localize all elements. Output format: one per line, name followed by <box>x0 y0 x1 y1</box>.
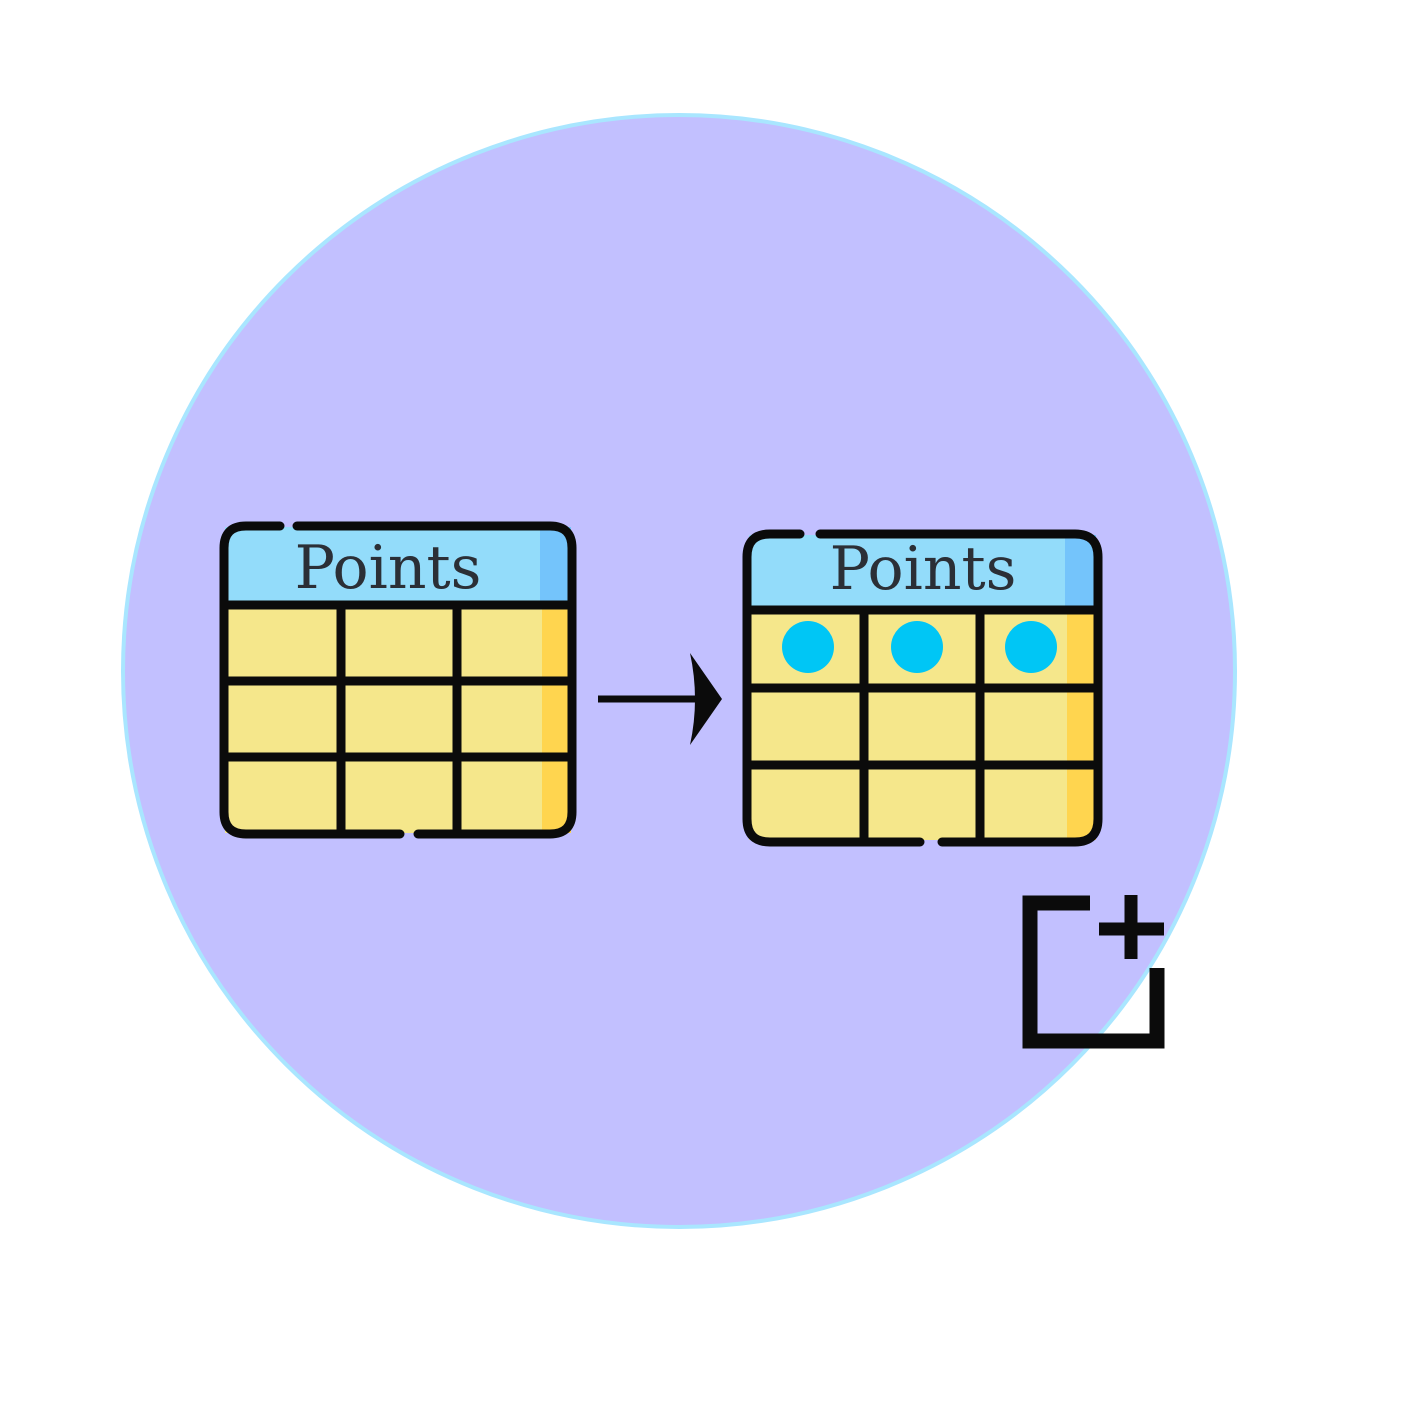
result-table-title: Points <box>830 534 1017 604</box>
right-arrow-icon <box>598 653 722 745</box>
add-to-frame-icon <box>1022 895 1165 1049</box>
source-table: Points <box>219 521 577 839</box>
result-table: Points <box>742 529 1103 847</box>
result-table-header <box>749 535 1096 608</box>
point-dot <box>1005 621 1057 673</box>
background-circle <box>121 113 1237 1229</box>
source-table-title: Points <box>295 533 482 603</box>
result-table-header-shade <box>1065 535 1096 608</box>
source-table-header-shade <box>540 527 571 605</box>
source-table-body <box>225 605 571 833</box>
point-dot <box>782 621 834 673</box>
point-dot <box>891 621 943 673</box>
source-table-body-shade <box>542 605 571 833</box>
result-table-body-shade <box>1067 608 1096 840</box>
source-table-header <box>225 527 571 605</box>
